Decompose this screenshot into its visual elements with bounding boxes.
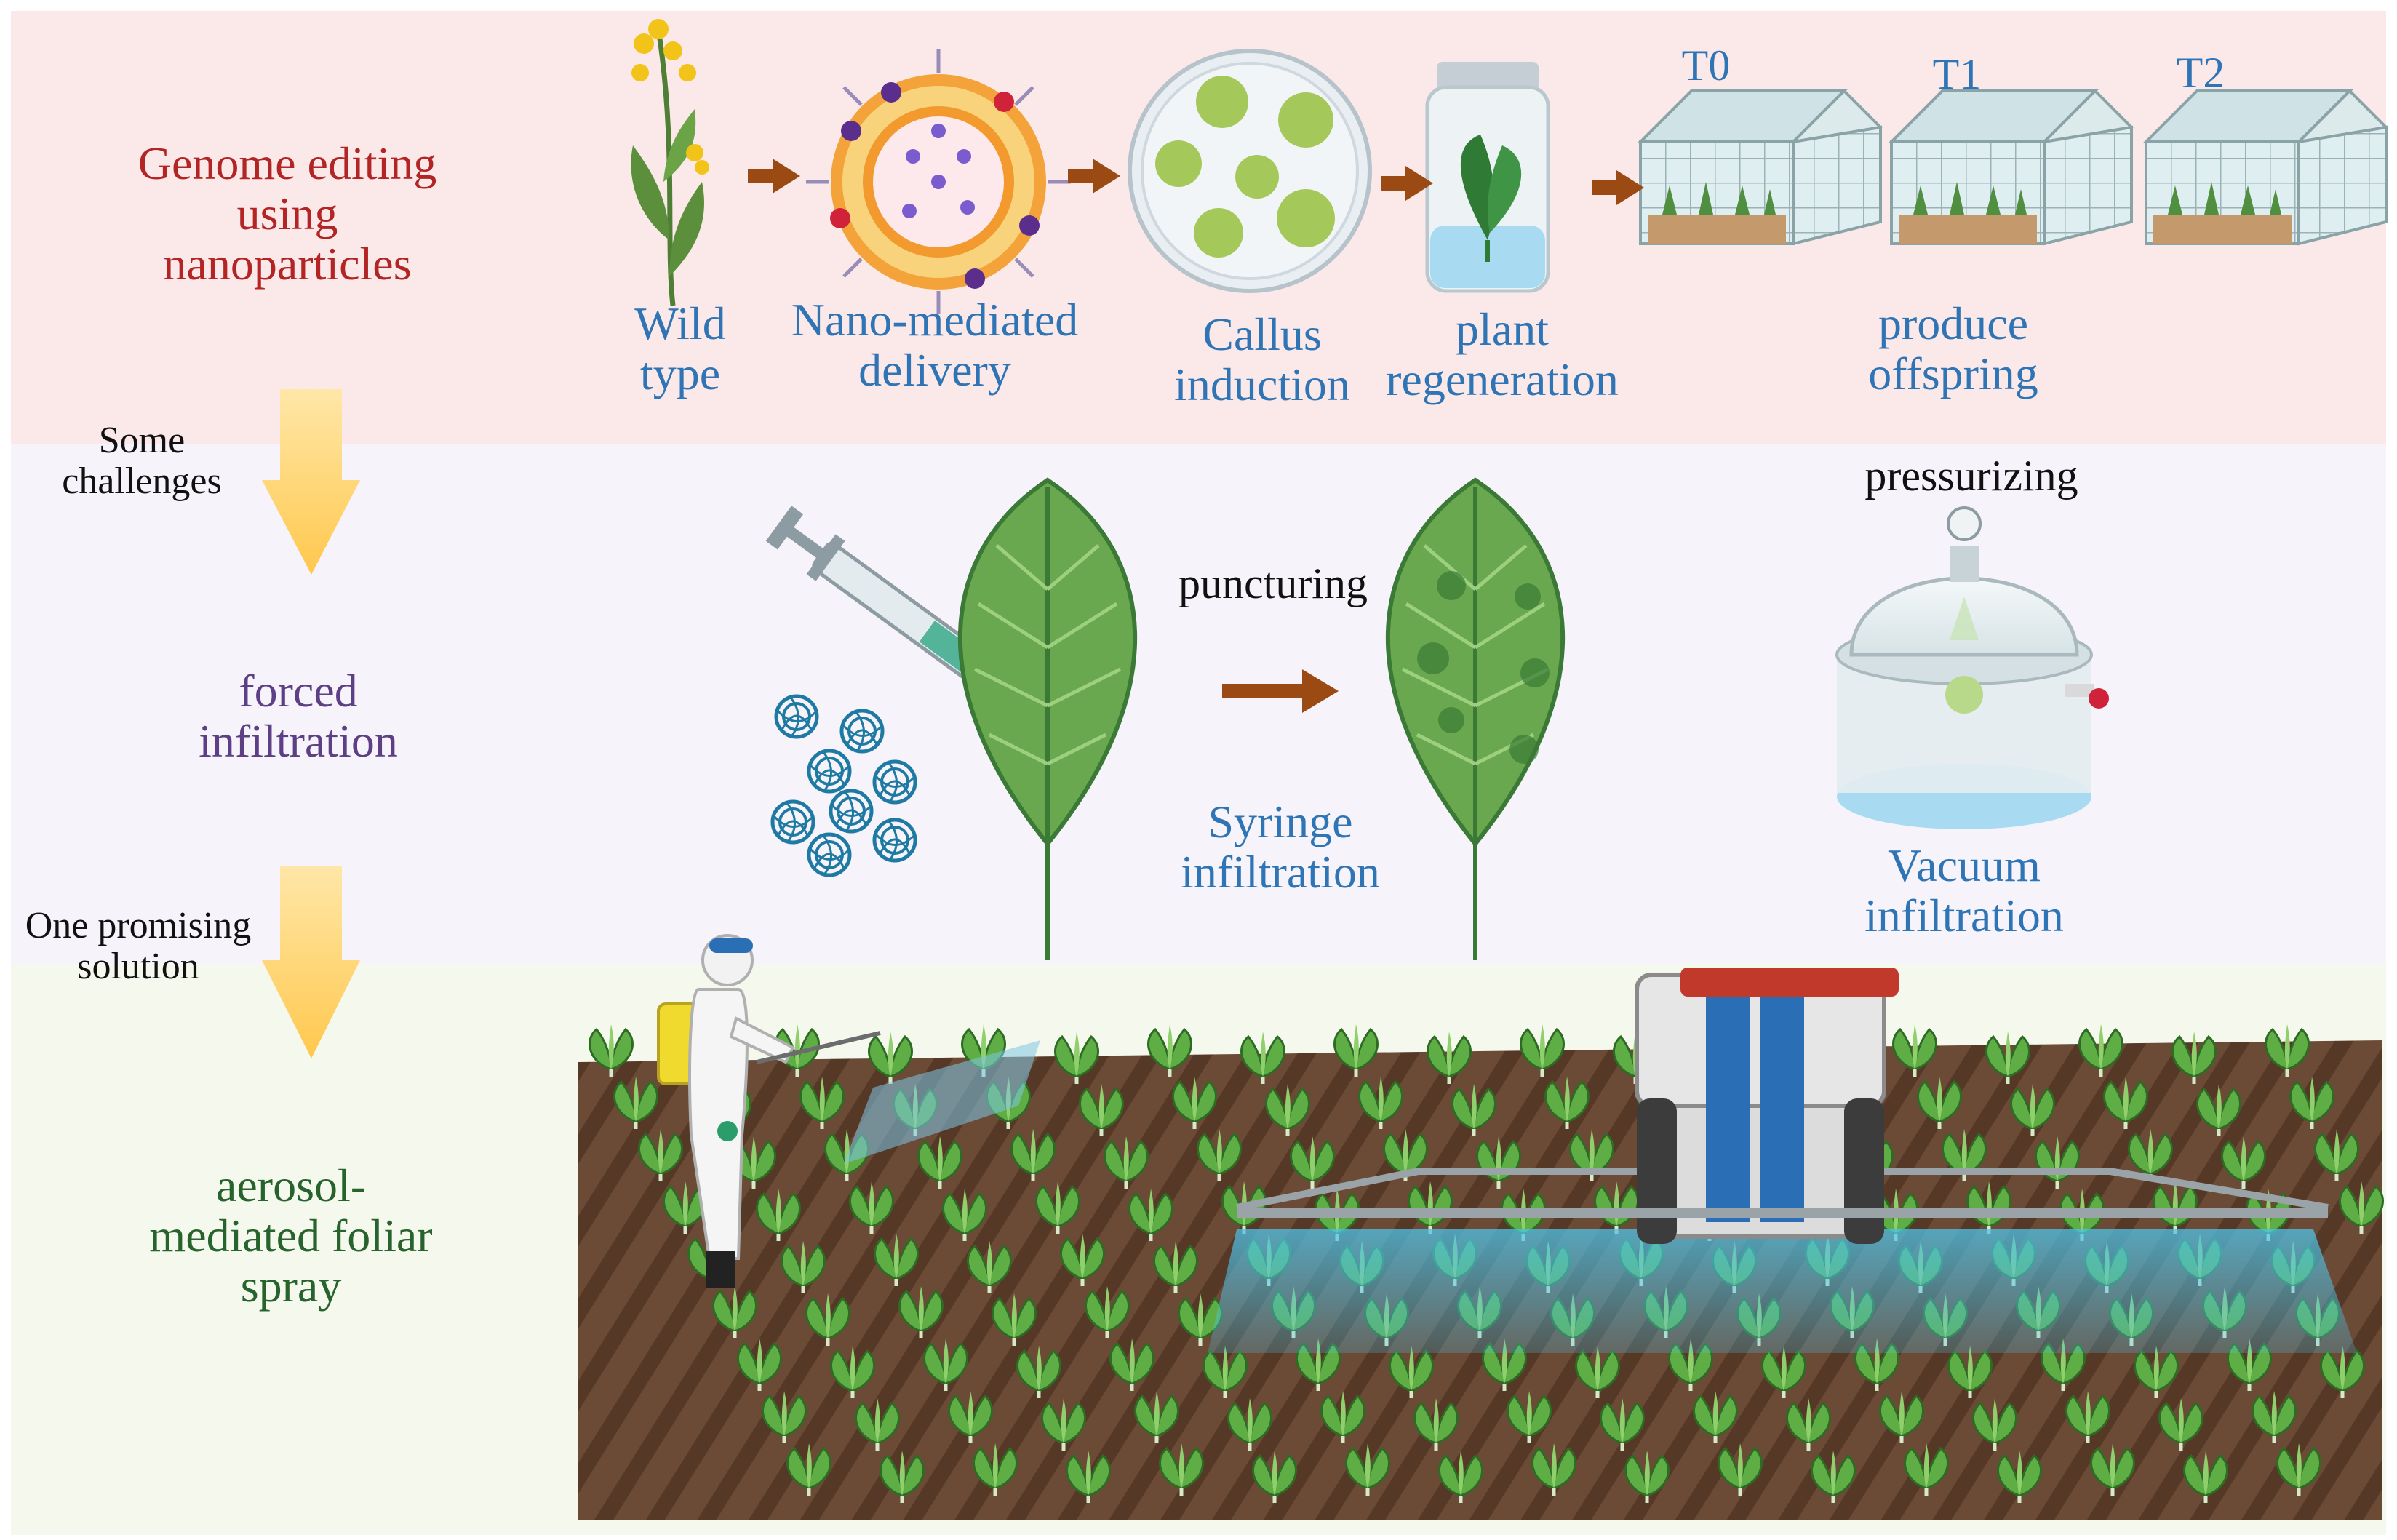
leaf-icon-punctured — [1388, 480, 1563, 960]
label-nano-delivery-line2: delivery — [858, 344, 1011, 396]
label-regeneration-line2: regeneration — [1386, 354, 1619, 406]
heading-genome-line1: Genome editing — [137, 137, 437, 189]
label-syringe-line1: Syringe — [1208, 796, 1353, 847]
label-generation-t0: T0 — [1681, 41, 1731, 89]
greenhouse-icon-t0 — [1639, 89, 1882, 245]
heading-forced-line2: infiltration — [199, 715, 398, 767]
heading-foliar-line3: spray — [240, 1260, 342, 1312]
greenhouse-icon-t2 — [2145, 89, 2388, 245]
nanoparticle-icon — [806, 49, 1071, 314]
label-one-promising-solution: One promising solution — [7, 905, 269, 988]
label-nano-delivery-line1: Nano-mediated — [791, 294, 1079, 346]
label-vacuum-line2: infiltration — [1864, 890, 2064, 942]
label-wild-type: Wild type — [604, 298, 757, 399]
heading-forced-infiltration: forced infiltration — [138, 666, 458, 766]
label-promising-line1: One promising — [25, 905, 252, 946]
heading-forced-line1: forced — [239, 665, 358, 717]
label-wild-type-line1: Wild — [634, 298, 726, 349]
label-promising-line2: solution — [77, 946, 199, 988]
vacuum-chamber-icon — [1835, 506, 2109, 829]
greenhouse-icon-t1 — [1890, 89, 2133, 245]
culture-jar-icon — [1425, 62, 1550, 293]
label-syringe-line2: infiltration — [1181, 846, 1380, 898]
flow-arrow-puncture — [1222, 669, 1339, 713]
label-pressurizing: pressurizing — [1864, 452, 2078, 500]
flow-arrows-row1 — [748, 159, 1644, 205]
label-wild-type-line2: type — [639, 348, 721, 400]
heading-foliar-spray: aerosol- mediated foliar spray — [116, 1160, 466, 1311]
heading-genome-line3: nanoparticles — [163, 238, 412, 290]
heading-genome-editing: Genome editing using nanoparticles — [73, 138, 502, 289]
heading-genome-line2: using — [236, 188, 338, 240]
label-plant-regeneration: plant regeneration — [1368, 304, 1637, 404]
label-vacuum-infiltration: Vacuum infiltration — [1840, 840, 2088, 941]
label-regeneration-line1: plant — [1456, 303, 1549, 355]
label-produce-offspring: produce offspring — [1833, 298, 2073, 399]
label-puncturing: puncturing — [1178, 559, 1368, 607]
label-offspring-line1: produce — [1878, 298, 2029, 349]
sprayer-person-icon — [657, 934, 1040, 1288]
tractor-spray-mist — [1208, 1229, 2357, 1353]
heading-foliar-line1: aerosol- — [215, 1160, 367, 1211]
tractor-sprayer-icon — [1236, 968, 2329, 1244]
label-nano-delivery: Nano-mediated delivery — [771, 295, 1098, 395]
label-syringe-infiltration: Syringe infiltration — [1157, 797, 1404, 897]
label-vacuum-line1: Vacuum — [1888, 839, 2041, 891]
label-callus-line1: Callus — [1203, 308, 1322, 360]
label-some-challenges-line2: challenges — [62, 460, 222, 503]
label-generation-t2: T2 — [2176, 49, 2225, 97]
label-callus-line2: induction — [1174, 359, 1350, 411]
label-callus-induction: Callus induction — [1149, 309, 1375, 410]
heading-foliar-line2: mediated foliar — [149, 1210, 433, 1262]
petri-dish-icon — [1128, 49, 1372, 293]
label-generation-t1: T1 — [1932, 50, 1982, 98]
down-arrow-2 — [262, 866, 360, 1058]
label-some-challenges-line1: Some — [98, 420, 186, 461]
flowering-plant-icon — [631, 19, 709, 306]
label-offspring-line2: offspring — [1868, 348, 2038, 400]
down-arrow-1 — [262, 389, 360, 575]
label-some-challenges: Some challenges — [44, 420, 240, 502]
